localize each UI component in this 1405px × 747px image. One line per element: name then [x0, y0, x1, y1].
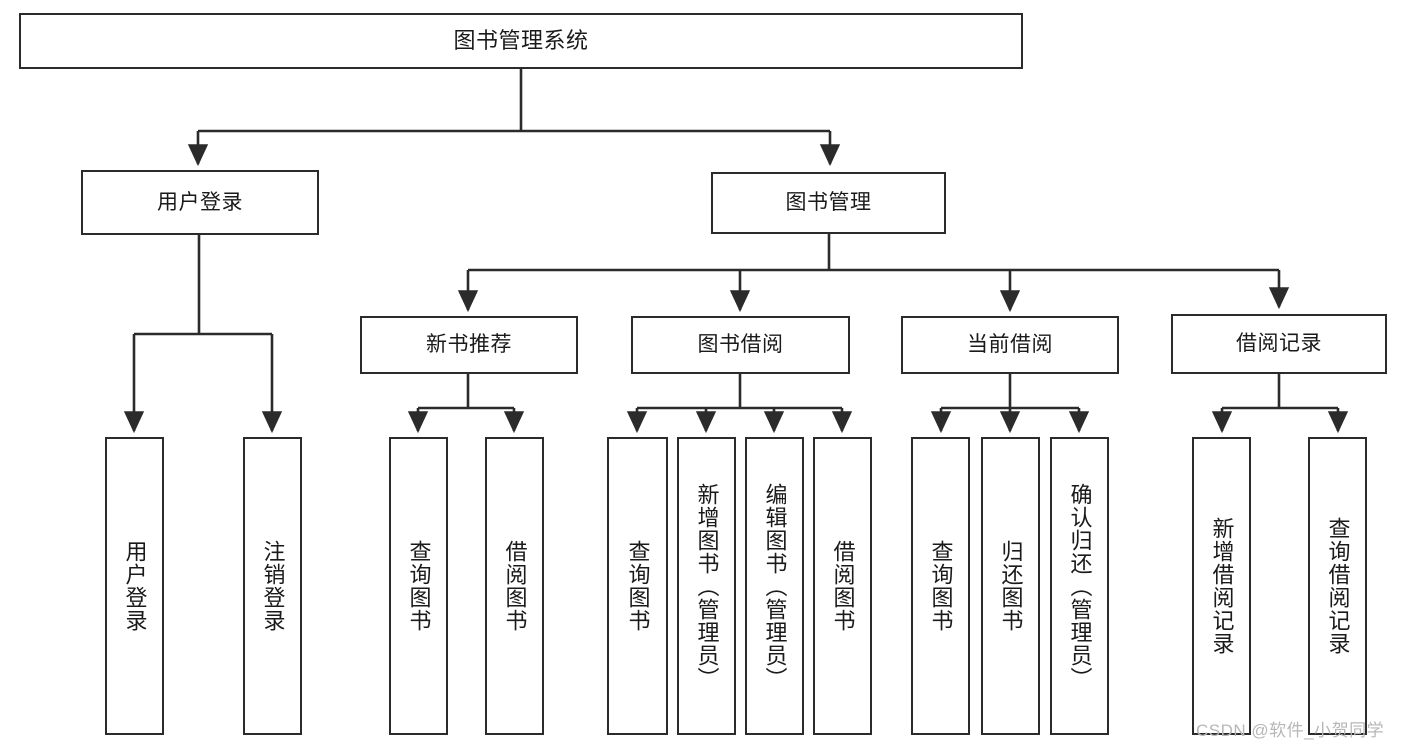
node-leaf-query-book-1-label: 查询图书 — [406, 540, 432, 632]
node-leaf-borrow-book-2[interactable]: 借阅图书 — [813, 437, 872, 735]
node-leaf-confirm-return[interactable]: 确认归还（管理员） — [1050, 437, 1109, 735]
node-leaf-borrow-book-2-label: 借阅图书 — [830, 540, 856, 632]
node-user-login[interactable]: 用户登录 — [81, 170, 319, 235]
node-leaf-query-book-3-label: 查询图书 — [928, 540, 954, 632]
node-leaf-query-record-label: 查询借阅记录 — [1325, 517, 1351, 655]
node-current-borrow-label: 当前借阅 — [967, 333, 1053, 357]
node-leaf-logout-login[interactable]: 注销登录 — [243, 437, 302, 735]
node-book-borrow[interactable]: 图书借阅 — [631, 316, 850, 374]
node-leaf-edit-book[interactable]: 编辑图书（管理员） — [745, 437, 804, 735]
node-borrow-record-label: 借阅记录 — [1236, 332, 1322, 356]
node-leaf-return-book[interactable]: 归还图书 — [981, 437, 1040, 735]
node-leaf-user-login-label: 用户登录 — [122, 540, 148, 632]
node-leaf-query-book-1[interactable]: 查询图书 — [389, 437, 448, 735]
node-borrow-record[interactable]: 借阅记录 — [1171, 314, 1387, 374]
node-current-borrow[interactable]: 当前借阅 — [901, 316, 1119, 374]
node-leaf-query-book-3[interactable]: 查询图书 — [911, 437, 970, 735]
node-leaf-add-book-label: 新增图书（管理员） — [694, 482, 720, 690]
node-leaf-edit-book-label: 编辑图书（管理员） — [762, 482, 788, 690]
node-leaf-borrow-book-1[interactable]: 借阅图书 — [485, 437, 544, 735]
node-book-management-label: 图书管理 — [785, 191, 872, 215]
node-leaf-add-record-label: 新增借阅记录 — [1209, 517, 1235, 655]
node-book-management[interactable]: 图书管理 — [711, 172, 946, 234]
node-leaf-logout-login-label: 注销登录 — [260, 540, 286, 632]
node-leaf-borrow-book-1-label: 借阅图书 — [502, 540, 528, 632]
node-leaf-query-record[interactable]: 查询借阅记录 — [1308, 437, 1367, 735]
node-leaf-query-book-2[interactable]: 查询图书 — [607, 437, 668, 735]
node-leaf-add-book[interactable]: 新增图书（管理员） — [677, 437, 736, 735]
node-leaf-return-book-label: 归还图书 — [998, 540, 1024, 632]
node-user-login-label: 用户登录 — [157, 190, 243, 214]
node-leaf-query-book-2-label: 查询图书 — [625, 540, 651, 632]
node-new-book-recommend[interactable]: 新书推荐 — [360, 316, 578, 374]
node-leaf-add-record[interactable]: 新增借阅记录 — [1192, 437, 1251, 735]
node-root[interactable]: 图书管理系统 — [19, 13, 1023, 69]
node-leaf-user-login[interactable]: 用户登录 — [105, 437, 164, 735]
csdn-watermark: CSDN @软件_小贺同学 — [1196, 721, 1385, 740]
node-root-label: 图书管理系统 — [453, 27, 589, 53]
node-new-book-recommend-label: 新书推荐 — [426, 333, 512, 357]
node-book-borrow-label: 图书借阅 — [697, 333, 784, 357]
node-leaf-confirm-return-label: 确认归还（管理员） — [1067, 482, 1093, 690]
